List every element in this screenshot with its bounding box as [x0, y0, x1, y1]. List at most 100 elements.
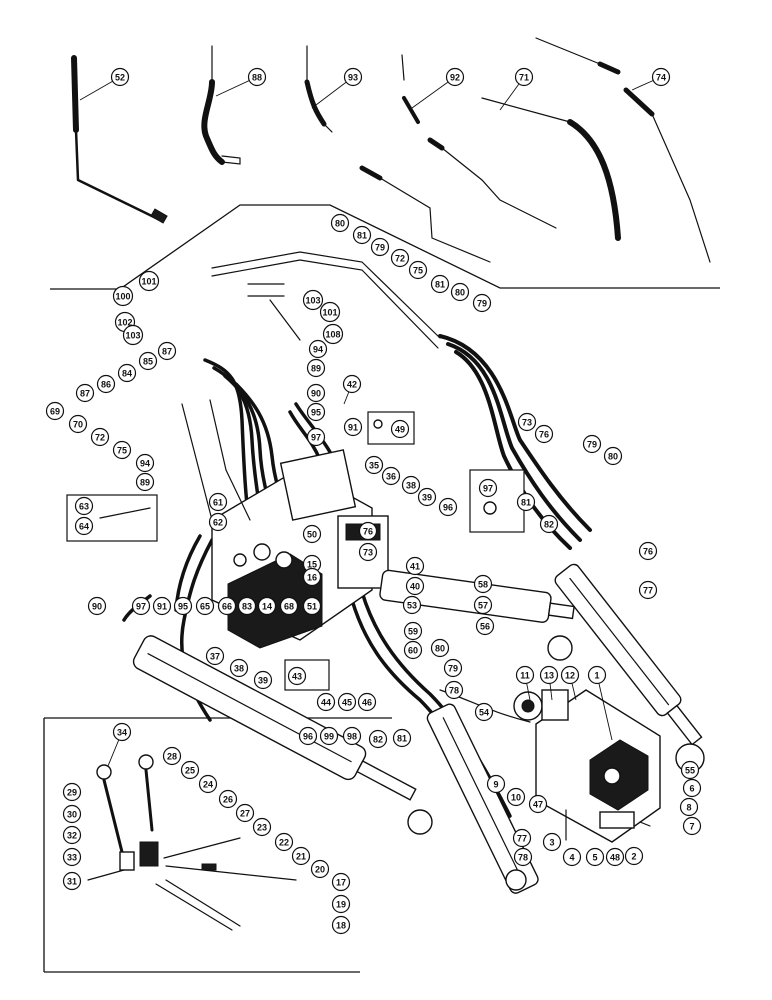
callout-14: 14 [257, 596, 277, 616]
callout-46: 46 [357, 692, 377, 712]
svg-text:79: 79 [375, 243, 385, 253]
svg-text:108: 108 [325, 330, 340, 340]
svg-text:30: 30 [67, 810, 77, 820]
svg-text:1: 1 [594, 671, 599, 681]
svg-text:95: 95 [178, 602, 188, 612]
svg-text:52: 52 [115, 73, 125, 83]
callout-47: 47 [528, 794, 548, 814]
svg-text:78: 78 [449, 686, 459, 696]
callout-5: 5 [585, 847, 605, 867]
svg-text:79: 79 [448, 664, 458, 674]
svg-text:16: 16 [307, 573, 317, 583]
callout-19: 19 [331, 894, 351, 914]
callout-101: 101 [138, 270, 160, 292]
callout-65: 65 [195, 596, 215, 616]
callout-39: 39 [253, 670, 273, 690]
callout-85: 85 [138, 351, 158, 371]
frame-lines [43, 204, 720, 973]
svg-text:96: 96 [443, 503, 453, 513]
callout-76: 76 [638, 541, 658, 561]
callout-96: 96 [298, 726, 318, 746]
svg-text:55: 55 [685, 766, 695, 776]
callout-80: 80 [430, 638, 450, 658]
svg-text:101: 101 [141, 277, 156, 287]
svg-text:39: 39 [258, 676, 268, 686]
svg-text:40: 40 [410, 582, 420, 592]
svg-text:61: 61 [213, 498, 223, 508]
svg-text:27: 27 [240, 809, 250, 819]
svg-text:70: 70 [73, 420, 83, 430]
svg-text:88: 88 [252, 73, 262, 83]
callout-82: 82 [539, 514, 559, 534]
lever-assembly [87, 754, 297, 931]
callout-70: 70 [68, 414, 88, 434]
callout-87: 87 [157, 341, 177, 361]
svg-text:103: 103 [125, 331, 140, 341]
callout-28: 28 [162, 746, 182, 766]
svg-text:60: 60 [408, 646, 418, 656]
svg-text:34: 34 [117, 728, 127, 738]
callout-101: 101 [319, 301, 341, 323]
callout-41: 41 [405, 556, 425, 576]
callout-74: 74 [651, 67, 671, 87]
svg-text:38: 38 [234, 664, 244, 674]
svg-text:3: 3 [549, 838, 554, 848]
svg-text:14: 14 [262, 602, 272, 612]
svg-text:26: 26 [223, 795, 233, 805]
svg-text:35: 35 [369, 461, 379, 471]
callout-24: 24 [198, 774, 218, 794]
callout-44: 44 [316, 692, 336, 712]
svg-text:11: 11 [520, 671, 530, 681]
callout-94: 94 [135, 453, 155, 473]
callout-10: 10 [506, 787, 526, 807]
callout-81: 81 [392, 728, 412, 748]
svg-text:47: 47 [533, 800, 543, 810]
callout-66: 66 [217, 596, 237, 616]
svg-text:63: 63 [79, 502, 89, 512]
svg-text:12: 12 [565, 671, 575, 681]
callout-79: 79 [582, 434, 602, 454]
svg-text:98: 98 [347, 732, 357, 742]
svg-text:74: 74 [656, 73, 666, 83]
svg-text:91: 91 [348, 423, 358, 433]
svg-text:73: 73 [363, 548, 373, 558]
svg-text:53: 53 [407, 601, 417, 611]
loose-hoses-top [71, 37, 711, 263]
svg-text:15: 15 [307, 560, 317, 570]
svg-text:75: 75 [413, 266, 423, 276]
svg-text:28: 28 [167, 752, 177, 762]
svg-text:32: 32 [67, 831, 77, 841]
callout-77: 77 [638, 580, 658, 600]
callout-75: 75 [408, 260, 428, 280]
callout-39: 39 [417, 487, 437, 507]
callout-81: 81 [516, 492, 536, 512]
callout-45: 45 [337, 692, 357, 712]
callout-108: 108 [322, 323, 344, 345]
svg-text:87: 87 [80, 389, 90, 399]
callout-25: 25 [180, 760, 200, 780]
svg-text:23: 23 [257, 823, 267, 833]
callout-78: 78 [513, 847, 533, 867]
callout-64: 64 [74, 516, 94, 536]
svg-text:29: 29 [67, 788, 77, 798]
callout-27: 27 [235, 803, 255, 823]
svg-text:72: 72 [395, 254, 405, 264]
svg-text:56: 56 [480, 622, 490, 632]
callout-20: 20 [310, 859, 330, 879]
callout-88: 88 [247, 67, 267, 87]
callout-49: 49 [390, 419, 410, 439]
callout-80: 80 [330, 213, 350, 233]
callout-72: 72 [390, 248, 410, 268]
callout-58: 58 [473, 574, 493, 594]
svg-text:81: 81 [397, 734, 407, 744]
callout-59: 59 [403, 621, 423, 641]
callout-37: 37 [205, 646, 225, 666]
callout-79: 79 [443, 658, 463, 678]
svg-text:42: 42 [347, 380, 357, 390]
svg-text:13: 13 [544, 671, 554, 681]
svg-text:96: 96 [303, 732, 313, 742]
callout-96: 96 [438, 497, 458, 517]
callout-38: 38 [229, 658, 249, 678]
svg-text:24: 24 [203, 780, 213, 790]
